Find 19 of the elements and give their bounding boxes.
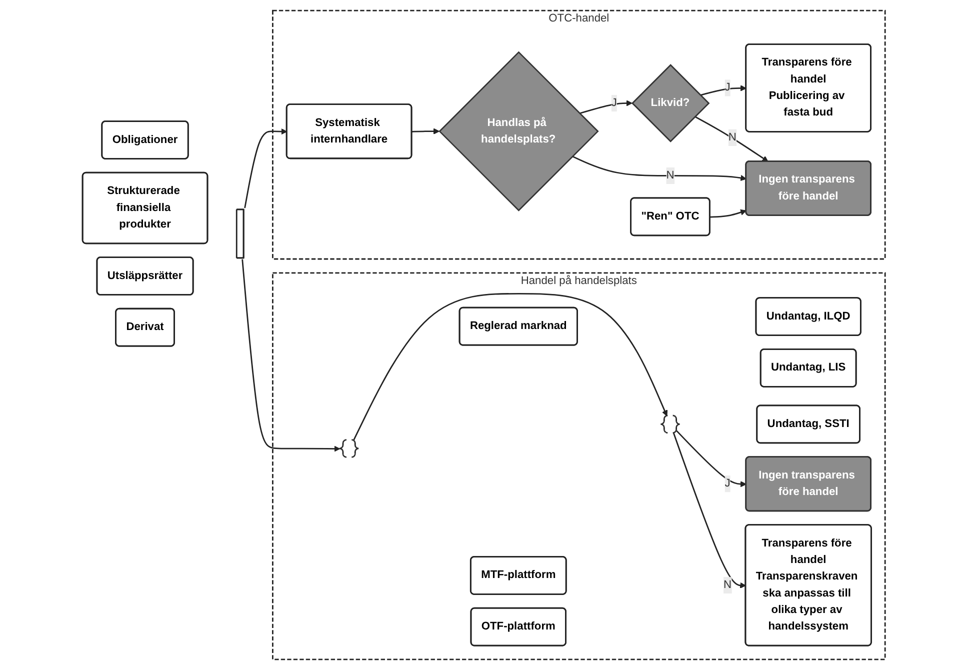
arrow	[676, 430, 747, 488]
edge-label: J	[612, 96, 618, 109]
arrow	[710, 209, 747, 218]
arrow	[244, 128, 288, 208]
arrow	[572, 156, 747, 181]
arrow	[412, 128, 440, 134]
edge-label: J	[724, 82, 731, 94]
edge-label: J	[724, 478, 731, 490]
arrow	[700, 85, 747, 96]
arrow	[673, 432, 746, 588]
arrow	[242, 259, 340, 452]
edge-label: N	[724, 578, 732, 591]
edge-label: N	[666, 169, 674, 182]
node-diamond: Likvid?	[632, 64, 710, 142]
edge-label: N	[728, 131, 737, 144]
arrow	[353, 293, 668, 440]
arrow	[694, 116, 768, 162]
arrow	[580, 100, 632, 114]
node-diamond: Handlas på handelsplats?	[438, 51, 599, 212]
